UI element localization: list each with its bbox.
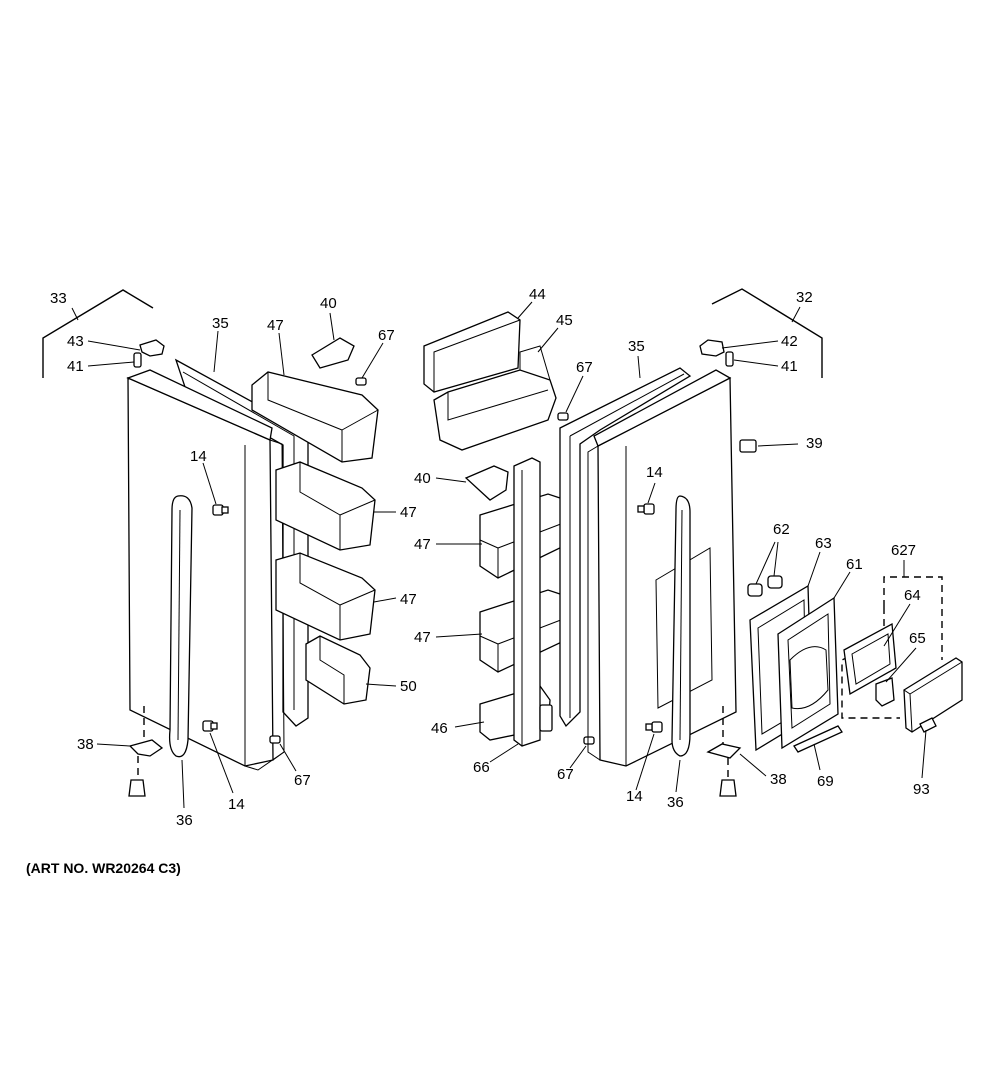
callout-67-left-bottom: 67 (294, 772, 311, 789)
cap-40-top (311, 337, 355, 369)
pad-62 (747, 575, 783, 597)
callout-38-right: 38 (770, 771, 787, 788)
callout-93: 93 (913, 781, 930, 798)
callout-65: 65 (909, 630, 926, 647)
callout-47-left-2: 47 (400, 591, 417, 608)
callout-14-right-upper: 14 (646, 464, 663, 481)
callout-35-left: 35 (212, 315, 229, 332)
callout-627: 627 (891, 542, 916, 559)
callout-35-right: 35 (628, 338, 645, 355)
right-door-panel (597, 376, 737, 767)
screw-14-left-upper (212, 504, 229, 516)
callout-50: 50 (400, 678, 417, 695)
clip-67-center-bottom (583, 736, 595, 745)
door-bin-47-top (251, 371, 379, 463)
callout-43: 43 (67, 333, 84, 350)
callout-14-left-upper: 14 (190, 448, 207, 465)
left-door-assembly (42, 289, 397, 809)
door-bin-45 (433, 345, 557, 451)
hinge-43 (139, 339, 165, 357)
actuator-65 (875, 677, 895, 707)
door-bin-44 (423, 311, 521, 393)
callout-47-top: 47 (267, 317, 284, 334)
clip-67-top-left (355, 377, 367, 386)
callout-47-center-2: 47 (414, 629, 431, 646)
clip-67-left-bottom (269, 735, 281, 744)
callout-40-top: 40 (320, 295, 337, 312)
callout-labels: 33 43 41 35 47 40 67 14 47 47 50 38 36 1… (50, 286, 930, 829)
callout-47-center-1: 47 (414, 536, 431, 553)
clip-67-top-center (557, 412, 569, 421)
door-bin-50 (305, 635, 371, 705)
hinge-38-left (128, 739, 164, 757)
callout-36-left: 36 (176, 812, 193, 829)
left-door-handle-36 (168, 495, 193, 758)
cap-40-center (464, 465, 509, 501)
callout-14-left-lower: 14 (228, 796, 245, 813)
callout-67-center-bottom: 67 (557, 766, 574, 783)
callout-62: 62 (773, 521, 790, 538)
dispenser-frame-61 (777, 596, 839, 750)
callout-47-left-1: 47 (400, 504, 417, 521)
foot-left (128, 779, 146, 797)
callout-67-top-center: 67 (576, 359, 593, 376)
callout-66: 66 (473, 759, 490, 776)
callout-32: 32 (796, 289, 813, 306)
pin-41-left (133, 352, 142, 368)
callout-64: 64 (904, 587, 921, 604)
callout-14-right-lower: 14 (626, 788, 643, 805)
callout-39: 39 (806, 435, 823, 452)
right-door-assembly (559, 288, 963, 797)
bracket-32 (711, 288, 823, 378)
dispenser-kit-627 (841, 576, 943, 719)
callout-63: 63 (815, 535, 832, 552)
hinge-38-right (706, 743, 742, 759)
callout-41-right: 41 (781, 358, 798, 375)
callout-67-top-left: 67 (378, 327, 395, 344)
gasket-35-right (559, 367, 692, 728)
callout-44: 44 (529, 286, 546, 303)
dispenser-module-64 (843, 622, 897, 696)
callout-46: 46 (431, 720, 448, 737)
drip-tray-69 (793, 725, 843, 753)
right-door-top-edge (593, 369, 732, 447)
screw-14-right-upper (637, 503, 655, 515)
art-number-caption: (ART NO. WR20264 C3) (26, 860, 181, 876)
foot-right (719, 779, 737, 797)
left-door-panel (127, 377, 274, 767)
callout-41-left: 41 (67, 358, 84, 375)
center-assembly (423, 301, 595, 769)
door-bin-47-lower (275, 552, 376, 641)
callout-33: 33 (50, 290, 67, 307)
callout-69: 69 (817, 773, 834, 790)
left-door-top-edge (126, 369, 273, 441)
pin-41-right (725, 351, 734, 367)
screw-14-left-lower (202, 720, 218, 732)
callout-36-right: 36 (667, 794, 684, 811)
bracket-33 (42, 289, 154, 378)
callout-45: 45 (556, 312, 573, 329)
callout-61: 61 (846, 556, 863, 573)
bracket-39 (739, 439, 757, 453)
dispenser-cover-93 (903, 657, 963, 733)
mullion-66 (513, 457, 553, 747)
callout-40-center: 40 (414, 470, 431, 487)
screw-14-right-lower (645, 721, 663, 733)
hinge-42 (699, 339, 725, 357)
door-bin-47-mid (275, 461, 376, 551)
callout-38-left: 38 (77, 736, 94, 753)
callout-42: 42 (781, 333, 798, 350)
